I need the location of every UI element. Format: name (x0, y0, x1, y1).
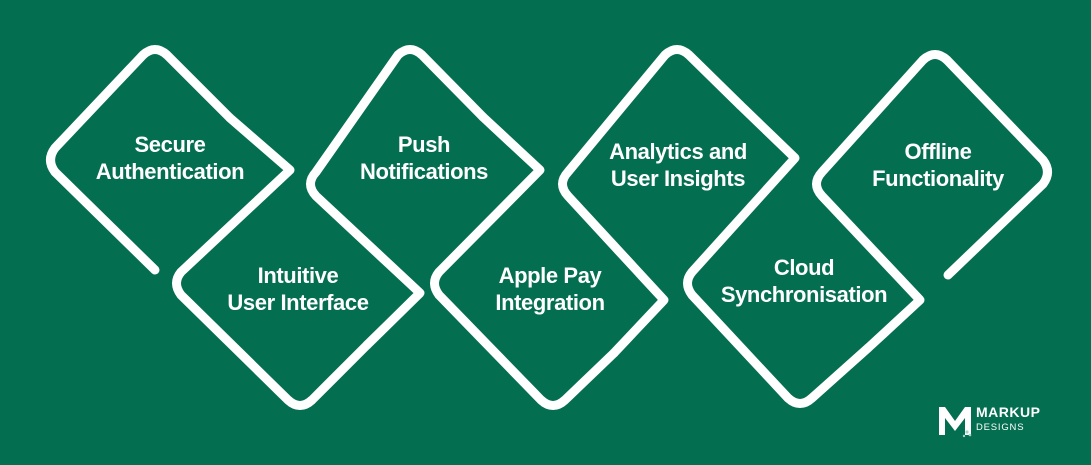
feature-line: Synchronisation (720, 282, 888, 307)
diamond-connector-5 (683, 100, 873, 408)
feature-line: Intuitive (257, 263, 339, 288)
feature-line: User Interface (227, 290, 369, 315)
feature-cloud-sync: Cloud Synchronisation (720, 254, 888, 308)
feature-line: Notifications (359, 159, 489, 184)
feature-push-notifications: Push Notifications (360, 131, 488, 185)
feature-line: User Insights (610, 166, 746, 191)
markup-designs-logo: MARKUP DESIGNS (936, 401, 1056, 441)
diamond-connector-6 (812, 50, 1052, 353)
feature-offline: Offline Functionality (872, 138, 1004, 192)
feature-line: Apple Pay (498, 263, 602, 288)
feature-secure-authentication: Secure Authentication (95, 131, 245, 185)
feature-line: Offline (904, 139, 972, 164)
feature-line: Push (397, 132, 451, 157)
feature-line: Authentication (95, 159, 245, 184)
diamond-connector-4 (558, 45, 745, 358)
diamond-connector-2 (306, 45, 488, 350)
feature-line: Analytics and (609, 139, 747, 164)
diamond-connector-3 (430, 112, 619, 410)
feature-line: Integration (495, 290, 605, 315)
diamond-connector-1 (172, 113, 372, 410)
logo-subtitle: DESIGNS (976, 422, 1025, 433)
feature-intuitive-ui: Intuitive User Interface (227, 262, 369, 316)
diamond-outline-1 (46, 45, 235, 275)
feature-apple-pay: Apple Pay Integration (495, 262, 605, 316)
feature-line: Functionality (872, 166, 1004, 191)
feature-line: Secure (134, 132, 206, 157)
diamond-chain-outline (46, 45, 1052, 410)
feature-analytics: Analytics and User Insights (609, 138, 747, 192)
feature-line: Cloud (773, 255, 835, 280)
markup-m-icon (939, 407, 972, 438)
logo-wordmark: MARKUP (976, 404, 1041, 420)
